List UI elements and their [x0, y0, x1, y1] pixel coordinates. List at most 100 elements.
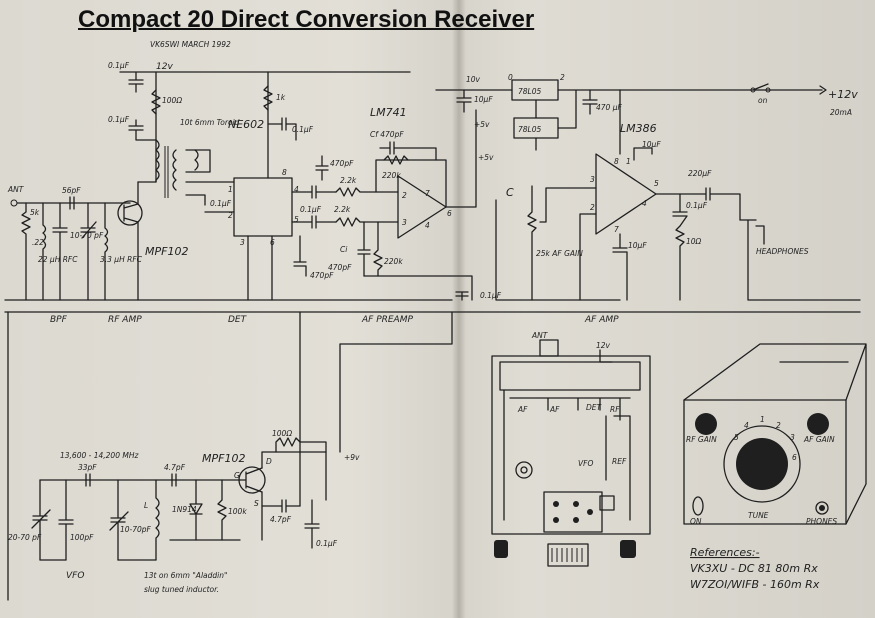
lm386-label: LM386 — [620, 122, 657, 135]
svg-text:S: S — [254, 499, 259, 508]
lm741-opamp — [397, 175, 447, 239]
svg-text:Cf 470pF: Cf 470pF — [370, 130, 404, 139]
svg-text:7: 7 — [425, 189, 430, 198]
svg-text:2: 2 — [560, 73, 565, 82]
svg-text:0.1µF: 0.1µF — [108, 115, 130, 124]
svg-text:6: 6 — [792, 453, 797, 462]
svg-text:220k: 220k — [382, 171, 401, 180]
svg-text:78L05: 78L05 — [518, 125, 541, 134]
svg-text:100Ω: 100Ω — [162, 96, 182, 105]
svg-text:RF: RF — [610, 405, 620, 414]
svg-text:1: 1 — [228, 185, 233, 194]
rf-amp-section: MPF102 100Ω 0.1µF 0.1µF 10t 6mm Toroid — [108, 61, 240, 301]
svg-text:20-70 pF: 20-70 pF — [8, 533, 42, 542]
svg-text:8: 8 — [614, 157, 619, 166]
svg-text:2: 2 — [228, 211, 233, 220]
svg-text:0.1µF: 0.1µF — [316, 539, 338, 548]
vfo-coil-note1: 13t on 6mm "Aladdin" — [144, 571, 227, 580]
svg-text:0.1µF: 0.1µF — [480, 291, 502, 300]
vfo-section: 13,600 - 14,200 MHz MPF102 20-70 pF 33pF… — [7, 311, 453, 601]
svg-text:3: 3 — [402, 218, 407, 227]
rf-fet-label: MPF102 — [145, 245, 188, 258]
svg-text:0.1µF: 0.1µF — [300, 205, 322, 214]
svg-text:D: D — [266, 457, 272, 466]
svg-text:DET: DET — [586, 403, 603, 412]
svg-text:100k: 100k — [228, 507, 247, 516]
svg-text:10-70 pF: 10-70 pF — [70, 231, 104, 240]
svg-text:+9v: +9v — [344, 453, 360, 462]
svg-text:2.2k: 2.2k — [340, 176, 357, 185]
svg-text:C: C — [506, 186, 514, 199]
page-title: Compact 20 Direct Conversion Receiver — [78, 6, 535, 33]
svg-text:5: 5 — [734, 433, 739, 442]
svg-text:3: 3 — [240, 238, 245, 247]
svg-text:2: 2 — [590, 203, 595, 212]
section-bpf-label: BPF — [50, 315, 68, 325]
svg-text:22 µH RFC: 22 µH RFC — [38, 255, 78, 264]
svg-text:33pF: 33pF — [78, 463, 97, 472]
rf-gain-knob — [695, 413, 717, 435]
svg-text:RF GAIN: RF GAIN — [686, 435, 717, 444]
svg-text:AF: AF — [517, 405, 528, 414]
lm741-label: LM741 — [370, 106, 407, 119]
svg-text:100Ω: 100Ω — [272, 429, 292, 438]
svg-text:PHONES: PHONES — [806, 517, 837, 526]
svg-text:100pF: 100pF — [70, 533, 94, 542]
ne602-label: NE602 — [228, 118, 264, 131]
headphones-label: HEADPHONES — [756, 247, 809, 256]
svg-text:10µF: 10µF — [642, 140, 661, 149]
svg-text:10v: 10v — [466, 75, 481, 84]
svg-text:TUNE: TUNE — [748, 511, 769, 520]
svg-text:1N914: 1N914 — [172, 505, 197, 514]
svg-text:0.1µF: 0.1µF — [292, 125, 314, 134]
reference-1: VK3XU - DC 81 80m Rx — [690, 562, 818, 575]
svg-text:2.2k: 2.2k — [334, 205, 351, 214]
svg-text:4: 4 — [425, 221, 430, 230]
svg-text:470pF: 470pF — [310, 271, 334, 280]
phones-jack — [819, 505, 825, 511]
regulator-section: 78L05 78L05 0 2 10v 10µF 470 µF +5v C — [435, 73, 622, 301]
svg-text:2: 2 — [776, 421, 781, 430]
ne602-chip — [233, 177, 293, 237]
svg-text:VFO: VFO — [578, 459, 593, 468]
section-vfo-label: VFO — [66, 571, 84, 581]
svg-text:3: 3 — [790, 433, 795, 442]
svg-text:4.7pF: 4.7pF — [270, 515, 292, 524]
svg-text:220µF: 220µF — [688, 169, 712, 178]
svg-text:ANT: ANT — [531, 331, 549, 340]
svg-text:10µF: 10µF — [628, 241, 647, 250]
svg-text:10t 6mm Toroid: 10t 6mm Toroid — [180, 118, 240, 127]
svg-text:4: 4 — [744, 421, 749, 430]
references-block: References:- VK3XU - DC 81 80m Rx W7ZOI/… — [690, 546, 820, 591]
svg-text:12v: 12v — [596, 341, 611, 350]
svg-text:AF GAIN: AF GAIN — [803, 435, 835, 444]
ant-label: ANT — [7, 185, 25, 194]
switch-on-label: on — [758, 96, 768, 105]
svg-text:10Ω: 10Ω — [686, 237, 702, 246]
paper-fold — [452, 0, 466, 618]
svg-text:8: 8 — [282, 168, 287, 177]
af-gain-knob — [807, 413, 829, 435]
tune-knob — [736, 438, 788, 490]
svg-text:L: L — [144, 501, 148, 510]
bpf-section: ANT 5k .22 10-70 pF 3.3 µH RFC 22 µH RFC… — [4, 185, 861, 325]
svg-text:.22: .22 — [32, 238, 44, 247]
svg-text:+5v: +5v — [474, 120, 490, 129]
supply-current: 20mA — [830, 108, 852, 117]
section-det-label: DET — [228, 315, 248, 325]
svg-text:1k: 1k — [276, 93, 286, 102]
svg-text:12v: 12v — [156, 62, 173, 72]
svg-text:470 µF: 470 µF — [596, 103, 622, 112]
svg-text:470pF: 470pF — [328, 263, 352, 272]
chassis-layout-view: ANT 12v AF AF DET RF VFO REF — [491, 331, 651, 567]
svg-text:470pF: 470pF — [330, 159, 354, 168]
svg-text:G: G — [234, 471, 240, 480]
svg-text:220k: 220k — [384, 257, 403, 266]
section-rfamp-label: RF AMP — [108, 315, 142, 325]
svg-text:5: 5 — [294, 215, 299, 224]
svg-text:6: 6 — [447, 209, 452, 218]
reference-2: W7ZOI/WIFB - 160m Rx — [690, 578, 820, 591]
svg-text:0: 0 — [508, 73, 513, 82]
svg-text:REF: REF — [612, 457, 627, 466]
